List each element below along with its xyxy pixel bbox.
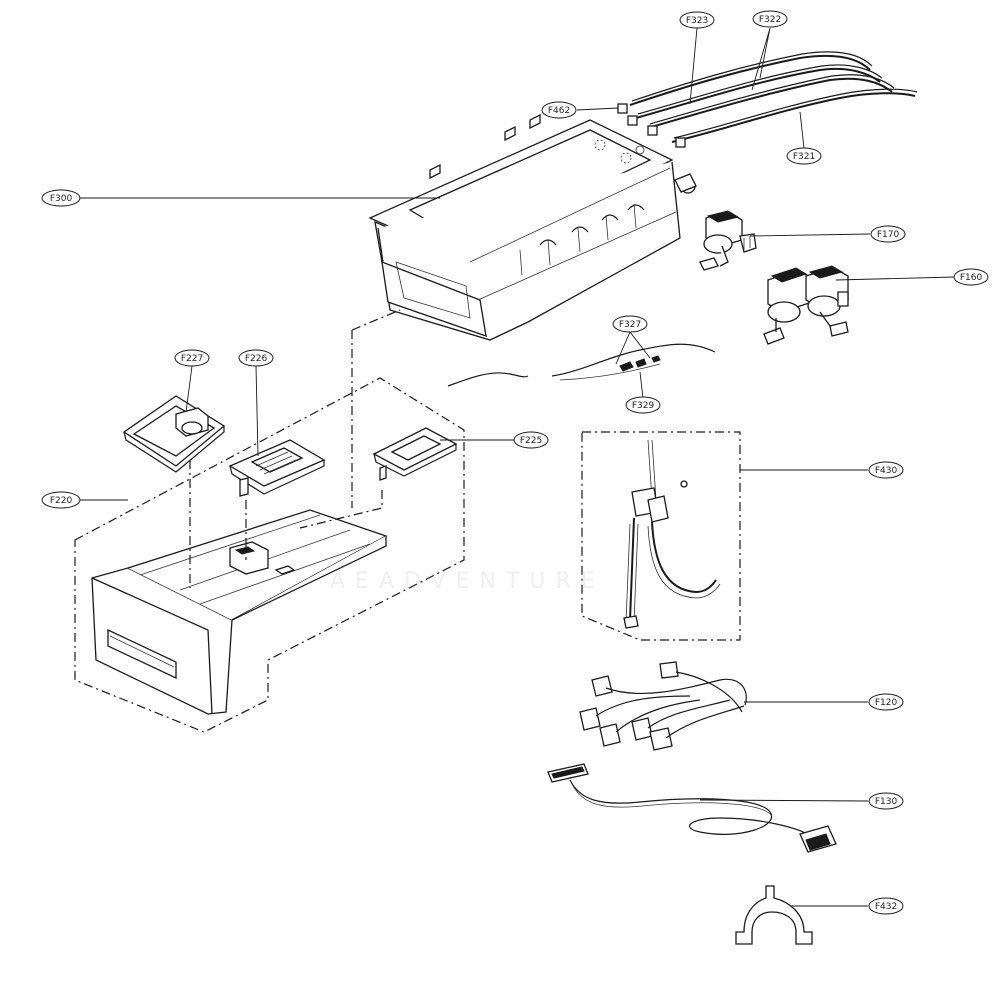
label-F300: F300	[41, 189, 81, 207]
label-text-F160: F160	[960, 273, 983, 283]
label-F130: F130	[868, 792, 904, 810]
label-text-F130: F130	[875, 797, 898, 807]
label-text-F120: F120	[875, 698, 898, 708]
label-F432: F432	[868, 897, 904, 915]
label-text-F323: F323	[686, 16, 708, 26]
label-text-F327: F327	[619, 320, 641, 330]
watermark: AEADVENTURE	[330, 569, 605, 594]
label-text-F170: F170	[877, 230, 900, 240]
bleach-cap-part	[228, 439, 326, 497]
label-F329: F329	[625, 396, 661, 414]
label-text-F227: F227	[181, 354, 203, 364]
label-text-F300: F300	[50, 194, 73, 204]
label-text-F432: F432	[875, 902, 897, 912]
label-F220: F220	[41, 491, 81, 509]
label-text-F322: F322	[759, 15, 781, 25]
label-text-F220: F220	[50, 496, 73, 506]
label-F225: F225	[513, 431, 549, 449]
leader-lines	[80, 27, 955, 907]
label-text-F226: F226	[245, 354, 268, 364]
label-F227: F227	[174, 349, 210, 367]
label-F321: F321	[786, 147, 822, 165]
double-water-valve-part	[763, 265, 849, 345]
label-text-F462: F462	[548, 106, 570, 116]
label-F120: F120	[868, 693, 904, 711]
softener-cap-part	[122, 395, 226, 473]
inlet-hoses-part	[617, 51, 918, 148]
hose-clamp-part	[735, 885, 813, 945]
label-F462: F462	[541, 101, 577, 119]
pressure-hose-assembly-part	[581, 431, 741, 641]
detergent-drawer-part	[74, 309, 465, 733]
label-text-F430: F430	[875, 466, 898, 476]
single-water-valve-part	[699, 210, 757, 271]
label-text-F329: F329	[632, 401, 655, 411]
label-F170: F170	[870, 225, 906, 243]
label-F327: F327	[612, 315, 648, 333]
wire-harness-part	[579, 661, 747, 751]
label-text-F321: F321	[793, 152, 815, 162]
dispenser-housing-part	[368, 113, 697, 341]
label-F323: F323	[679, 11, 715, 29]
detergent-cap-part	[372, 427, 458, 481]
label-F322: F322	[752, 10, 788, 28]
sensor-wire-part	[447, 343, 716, 387]
label-F430: F430	[868, 461, 904, 479]
label-F226: F226	[238, 349, 274, 367]
connecting-cable-part	[547, 763, 837, 853]
label-F160: F160	[953, 268, 989, 286]
label-text-F225: F225	[520, 436, 542, 446]
